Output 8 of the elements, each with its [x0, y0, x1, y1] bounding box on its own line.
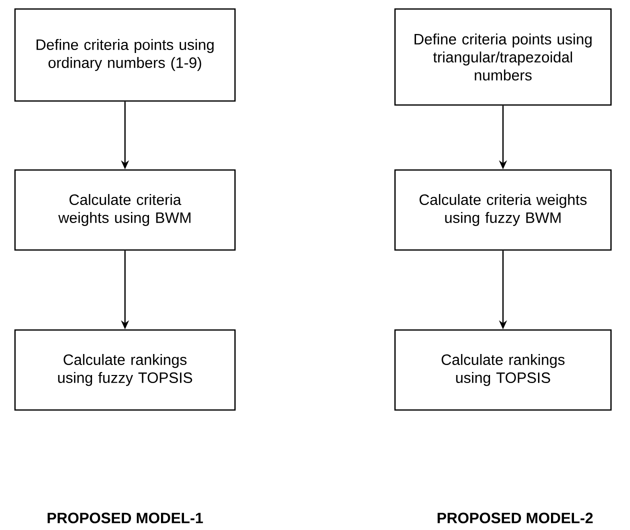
model-caption: PROPOSED MODEL-2: [438, 512, 593, 524]
process-box: Calculate criteria weights using BWM: [14, 169, 236, 251]
process-box: Calculate rankings using fuzzy TOPSIS: [14, 329, 236, 411]
process-box: Define criteria points using triangular/trapezoidal numbers: [394, 8, 612, 106]
model-caption: PROPOSED MODEL-1: [48, 512, 203, 524]
process-box: Calculate criteria weights using fuzzy BWM: [394, 169, 612, 251]
process-box: Calculate rankings using TOPSIS: [394, 329, 612, 411]
process-box: Define criteria points using ordinary numbers (1-9): [14, 8, 236, 102]
